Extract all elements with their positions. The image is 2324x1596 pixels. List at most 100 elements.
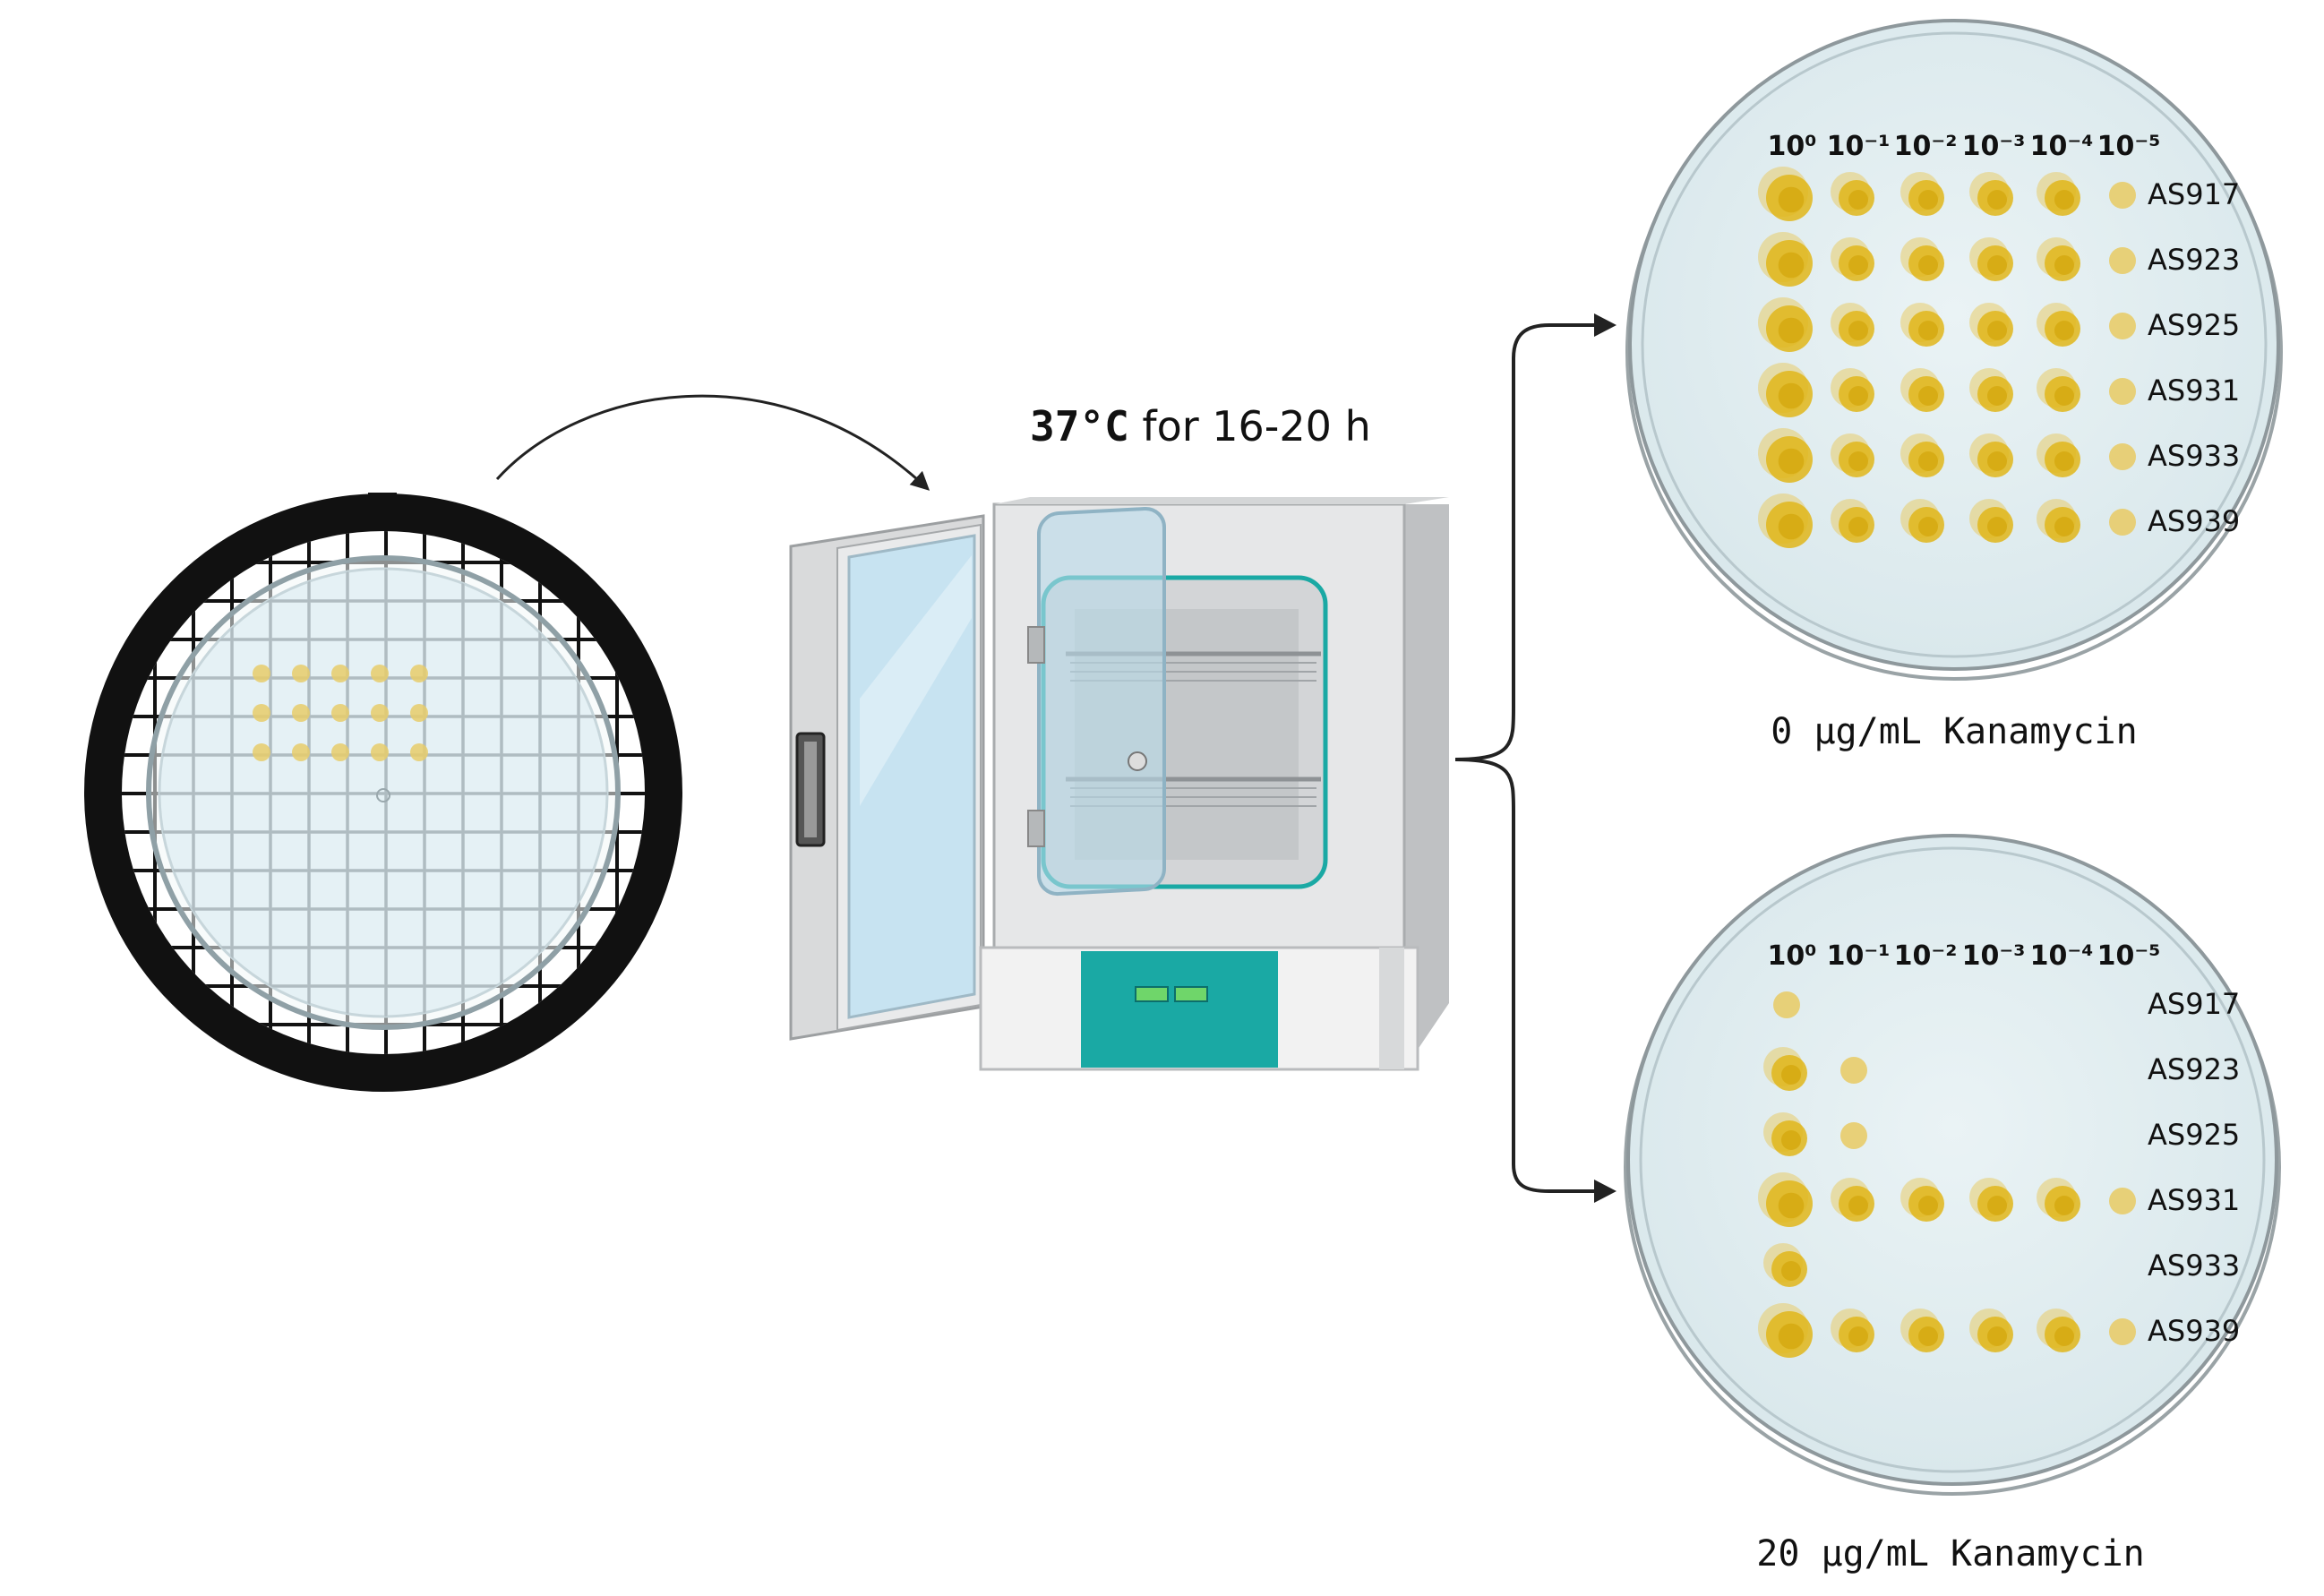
door-window [847,534,976,1019]
colony-core [1918,190,1938,210]
strain-label: AS933 [2148,439,2240,473]
strain-label: AS939 [2148,1314,2240,1348]
colony-core [1918,255,1938,275]
transfer-arrow [495,394,930,491]
colony-spot [2109,509,2136,536]
colony-core [1918,386,1938,406]
dilution-label: 10⁻⁴ [2030,940,2094,972]
colony-core [1987,451,2007,471]
hinge-bottom [1027,810,1045,847]
dilution-label: 10⁰ [1768,940,1817,972]
brace-arrowhead-bottom [1594,1180,1617,1203]
template-plate [84,493,682,1092]
colony-core [1781,1261,1801,1281]
door-handle-inner [804,742,817,837]
colony-core [1848,386,1868,406]
colony-spot [2109,247,2136,274]
template-spot [410,743,428,761]
strain-label: AS917 [2148,177,2240,211]
dilution-label: 10⁻¹ [1827,131,1891,162]
strain-label: AS933 [2148,1248,2240,1283]
colony-spot [1840,1057,1867,1084]
template-spot [253,743,270,761]
template-spot [331,665,349,682]
colony-core [1848,190,1868,210]
plate-bottom-caption: 20 µg/mL Kanamycin [1756,1533,2144,1575]
inner-door-knob [1128,751,1147,771]
strain-label: AS925 [2148,308,2240,342]
colony-core [1918,517,1938,536]
inner-glass-door [1037,506,1166,897]
split-brace [1454,323,1612,1193]
strain-label: AS931 [2148,1183,2240,1217]
colony-spot [1773,991,1800,1018]
colony-core [1918,1196,1938,1215]
colony-core [1781,1065,1801,1085]
colony-core [1778,1192,1805,1219]
template-spot [331,743,349,761]
colony-spot [2109,1318,2136,1345]
colony-core [1778,186,1805,213]
colony-core [2054,386,2074,406]
colony-core [1848,255,1868,275]
door-glare [860,555,972,806]
template-spots [253,665,428,761]
colony-core [1848,517,1868,536]
colony-core [1848,1196,1868,1215]
dilution-label: 10⁻³ [1962,131,2026,162]
hinge-top [1027,626,1045,664]
colony-core [2054,451,2074,471]
strain-label: AS931 [2148,373,2240,408]
colony-spot [2109,182,2136,209]
display-left [1135,986,1169,1002]
dilution-label: 10⁻⁴ [2030,131,2094,162]
colony-core [1987,321,2007,340]
colony-core [1778,1323,1805,1350]
incubation-label: 37°C for 16-20 h [1030,402,1371,450]
dilution-label: 10⁻⁵ [2097,940,2161,972]
incubator-top [994,497,1449,504]
base-side [1379,948,1404,1069]
plate-inner-rim [1641,31,2268,658]
strain-label: AS923 [2148,1052,2240,1086]
template-spot [410,704,428,722]
dilution-label: 10⁻⁵ [2097,131,2161,162]
ring-marker [368,493,397,525]
colony-core [1778,448,1805,475]
colony-core [2054,517,2074,536]
colony-core [1778,382,1805,409]
template-spot [292,704,310,722]
template-spot [410,665,428,682]
plate-center-mark [376,788,390,802]
colony-core [2054,321,2074,340]
template-spot [253,704,270,722]
dilution-label: 10⁻³ [1962,940,2026,972]
colony-core [1987,190,2007,210]
colony-spot [2109,1188,2136,1214]
incubator-side [1404,504,1449,1069]
incubation-duration: for 16-20 h [1129,402,1371,450]
template-spot [331,704,349,722]
colony-spot [2109,313,2136,339]
colony-core [1987,517,2007,536]
strain-label: AS923 [2148,243,2240,277]
colony-core [1781,1130,1801,1150]
colony-core [2054,1196,2074,1215]
incubation-temp: 37°C [1030,402,1129,450]
template-spot [371,743,389,761]
brace-arrowhead-top [1594,313,1617,337]
colony-core [1848,321,1868,340]
strain-label: AS939 [2148,504,2240,538]
colony-spot [1840,1122,1867,1149]
dilution-label: 10⁻² [1894,131,1958,162]
template-spot [371,665,389,682]
colony-core [1987,255,2007,275]
display-right [1174,986,1208,1002]
colony-spot [2109,378,2136,405]
plate-rim [1628,19,2280,671]
template-spot [253,665,270,682]
colony-core [1918,451,1938,471]
